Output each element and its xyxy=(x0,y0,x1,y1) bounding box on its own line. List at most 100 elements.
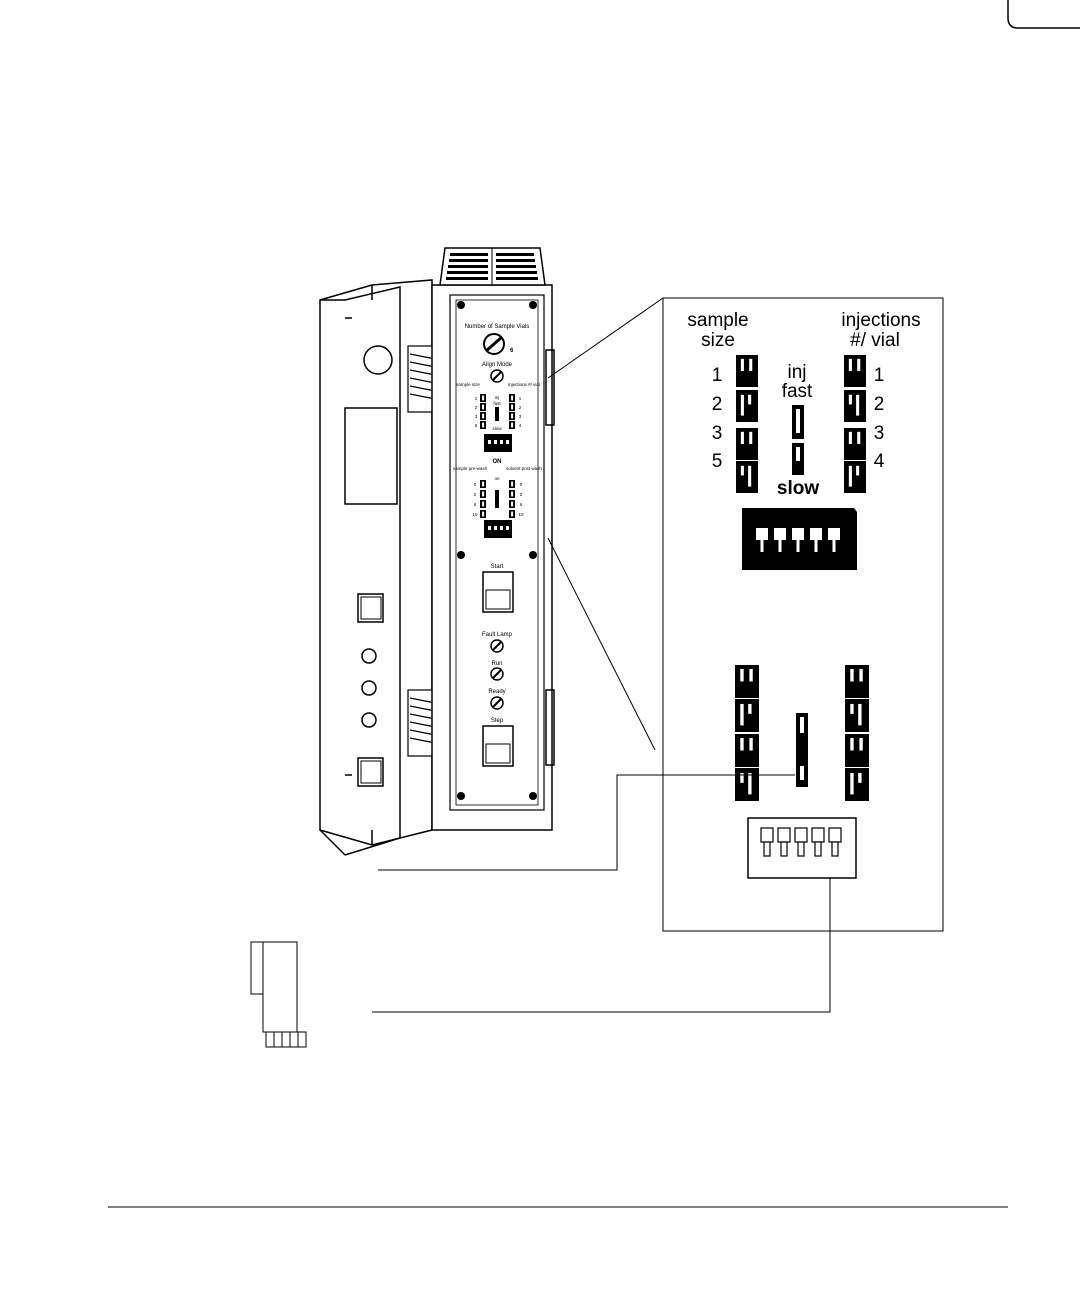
zoom-jumper-left[interactable] xyxy=(736,461,758,493)
screw-icon xyxy=(457,551,465,559)
align-mode-knob[interactable] xyxy=(491,370,503,382)
zoom-dip-switch-top[interactable] xyxy=(742,508,857,570)
dip-lever-stem xyxy=(779,540,782,552)
zoom-fast-label: fast xyxy=(782,381,813,402)
panel-wash-jumper-left[interactable] xyxy=(480,510,486,518)
zoom-bottom-jumper-left[interactable] xyxy=(735,768,759,801)
step-label: Step xyxy=(491,718,504,724)
zoom-bottom-speed-jumper[interactable] xyxy=(796,713,808,787)
zoom-right-number: 4 xyxy=(874,451,885,472)
zoom-right-number: 2 xyxy=(874,394,885,415)
zoom-bottom-jumper-right[interactable] xyxy=(845,699,869,732)
start-button[interactable] xyxy=(483,572,513,612)
screw-icon xyxy=(457,301,465,309)
screw-icon xyxy=(457,792,465,800)
zoom-sample-label-1: sample xyxy=(687,310,748,331)
zoom-jumper-right[interactable] xyxy=(844,390,866,422)
zoom-left-number: 3 xyxy=(712,423,723,444)
zoom-bottom-jumper-right[interactable] xyxy=(845,665,869,698)
zoom-right-number: 3 xyxy=(874,423,885,444)
panel-wash-jumper-right[interactable] xyxy=(509,480,515,488)
zoom-jumper-left[interactable] xyxy=(736,428,758,460)
dip-lever xyxy=(829,828,841,842)
dip-lever-stem xyxy=(761,540,764,552)
zoom-dip-switch-bottom[interactable] xyxy=(748,818,856,878)
panel-postwash-label: solvent post wash xyxy=(506,466,542,471)
panel-wash-jumper-left[interactable] xyxy=(480,500,486,508)
zoom-jumper-left[interactable] xyxy=(736,355,758,387)
dip-lever xyxy=(795,828,807,842)
dip-lever-stem xyxy=(797,540,800,552)
dip-lever xyxy=(756,528,768,540)
panel-jumper-right[interactable] xyxy=(509,421,515,429)
dip-lever xyxy=(792,528,804,540)
zoom-bottom-jumper-left[interactable] xyxy=(735,734,759,767)
dip-lever-stem xyxy=(798,842,804,856)
ready-label: Ready xyxy=(488,689,505,695)
zoom-jumper-right[interactable] xyxy=(844,461,866,493)
page-corner-rule xyxy=(1008,0,1080,28)
panel-wash-jumper-right[interactable] xyxy=(509,510,515,518)
screw-icon xyxy=(529,551,537,559)
zoom-injections-label-2: #/ vial xyxy=(850,330,900,351)
panel-wash-jumper-left[interactable] xyxy=(480,480,486,488)
zoom-jumper-right[interactable] xyxy=(844,355,866,387)
panel-on-label: on xyxy=(494,476,500,481)
panel-jumper-left[interactable] xyxy=(480,421,486,429)
panel-wash-jumper-right[interactable] xyxy=(509,490,515,498)
fault-lamp-indicator xyxy=(491,640,503,652)
panel-jumper-right[interactable] xyxy=(509,394,515,402)
panel-dip-switch-2[interactable] xyxy=(484,520,512,538)
step-button[interactable] xyxy=(483,726,513,766)
panel-jumper-right[interactable] xyxy=(509,403,515,411)
dip-lever xyxy=(761,828,773,842)
zoom-jumper-left[interactable] xyxy=(736,390,758,422)
panel-speed-jumper[interactable] xyxy=(495,407,499,421)
panel-wash-speed-jumper[interactable] xyxy=(495,490,499,508)
panel-wash-jumper-left[interactable] xyxy=(480,490,486,498)
screw-icon xyxy=(529,792,537,800)
dip-lever-stem xyxy=(833,540,836,552)
dip-lever-stem xyxy=(781,842,787,856)
zoom-bottom-jumper-left[interactable] xyxy=(735,699,759,732)
dip-lever xyxy=(812,828,824,842)
zoom-left-number: 2 xyxy=(712,394,723,415)
panel-jumper-left[interactable] xyxy=(480,403,486,411)
dip-lever-stem xyxy=(832,842,838,856)
panel-sample-size-label: sample size xyxy=(456,382,480,387)
panel-prewash-label: sample pre-wash xyxy=(453,466,488,471)
zoom-injections-label-1: injections xyxy=(841,310,920,331)
zoom-sample-label-2: size xyxy=(701,330,735,351)
dip-lever xyxy=(810,528,822,540)
dip-lever-stem xyxy=(764,842,770,856)
panel-postwash-number: 10 xyxy=(518,512,524,517)
panel-wash-jumper-right[interactable] xyxy=(509,500,515,508)
fault-lamp-label: Fault Lamp xyxy=(482,632,513,638)
dip-lever xyxy=(774,528,786,540)
heatsink-top xyxy=(440,248,545,285)
zoom-slow-label: slow xyxy=(777,478,819,499)
zoom-bottom-jumper-left[interactable] xyxy=(735,665,759,698)
start-label: Start xyxy=(491,564,504,570)
zoom-bottom-jumper-right[interactable] xyxy=(845,734,869,767)
align-mode-label: Align Mode xyxy=(482,362,513,368)
zoom-callout-lines xyxy=(548,298,663,750)
dip-lever-stem xyxy=(815,842,821,856)
svg-text:ON: ON xyxy=(493,459,502,465)
panel-jumper-left[interactable] xyxy=(480,394,486,402)
run-indicator xyxy=(491,668,503,680)
dip-lever xyxy=(778,828,790,842)
panel-title: Number of Sample Vials xyxy=(465,324,530,330)
panel-slow-label: slow xyxy=(492,426,502,431)
panel-jumper-left[interactable] xyxy=(480,412,486,420)
panel-jumper-right[interactable] xyxy=(509,412,515,420)
zoom-left-number: 5 xyxy=(712,451,723,472)
zoom-bottom-jumper-right[interactable] xyxy=(845,768,869,801)
screw-icon xyxy=(529,301,537,309)
panel-injections-label: injections #/ vial xyxy=(508,382,540,387)
zoom-inj-label: inj xyxy=(787,362,806,383)
zoom-jumper-right[interactable] xyxy=(844,428,866,460)
zoom-speed-jumpers[interactable] xyxy=(792,405,804,475)
